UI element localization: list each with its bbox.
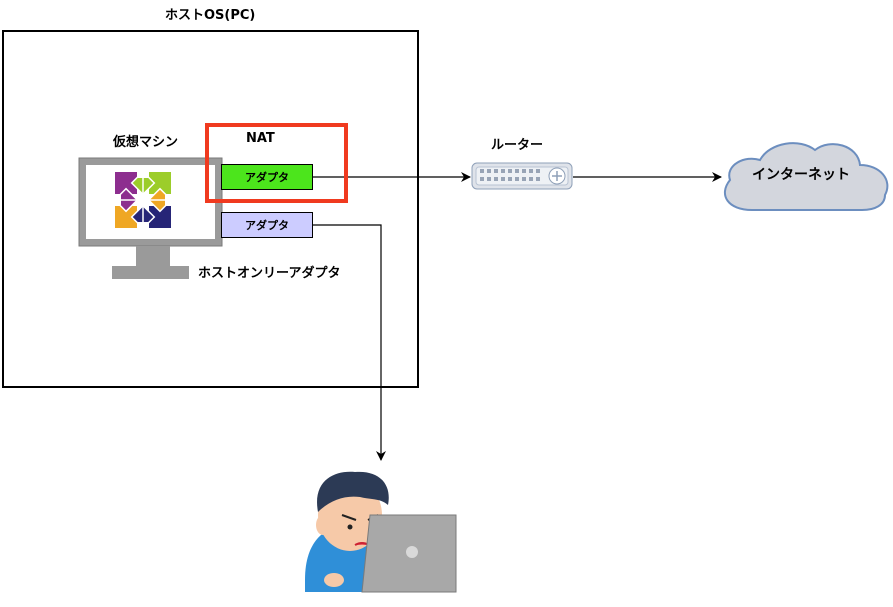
vm-label: 仮想マシン — [113, 135, 179, 150]
internet-cloud-icon — [724, 142, 889, 211]
host-os-box — [2, 30, 419, 388]
os-logo-icon — [111, 168, 175, 232]
nat-adapter: アダプタ — [221, 164, 313, 190]
user-with-laptop-icon — [305, 471, 457, 593]
router-icon — [471, 162, 573, 190]
host-only-label: ホストオンリーアダプタ — [198, 266, 341, 281]
host-os-title: ホストOS(PC) — [165, 8, 256, 23]
internet-label: インターネット — [752, 167, 850, 183]
nat-label: NAT — [246, 131, 275, 146]
nat-highlight-box — [205, 123, 348, 203]
host-only-adapter: アダプタ — [221, 212, 313, 238]
router-label: ルーター — [491, 138, 544, 153]
host-only-to-user-line — [313, 224, 386, 461]
